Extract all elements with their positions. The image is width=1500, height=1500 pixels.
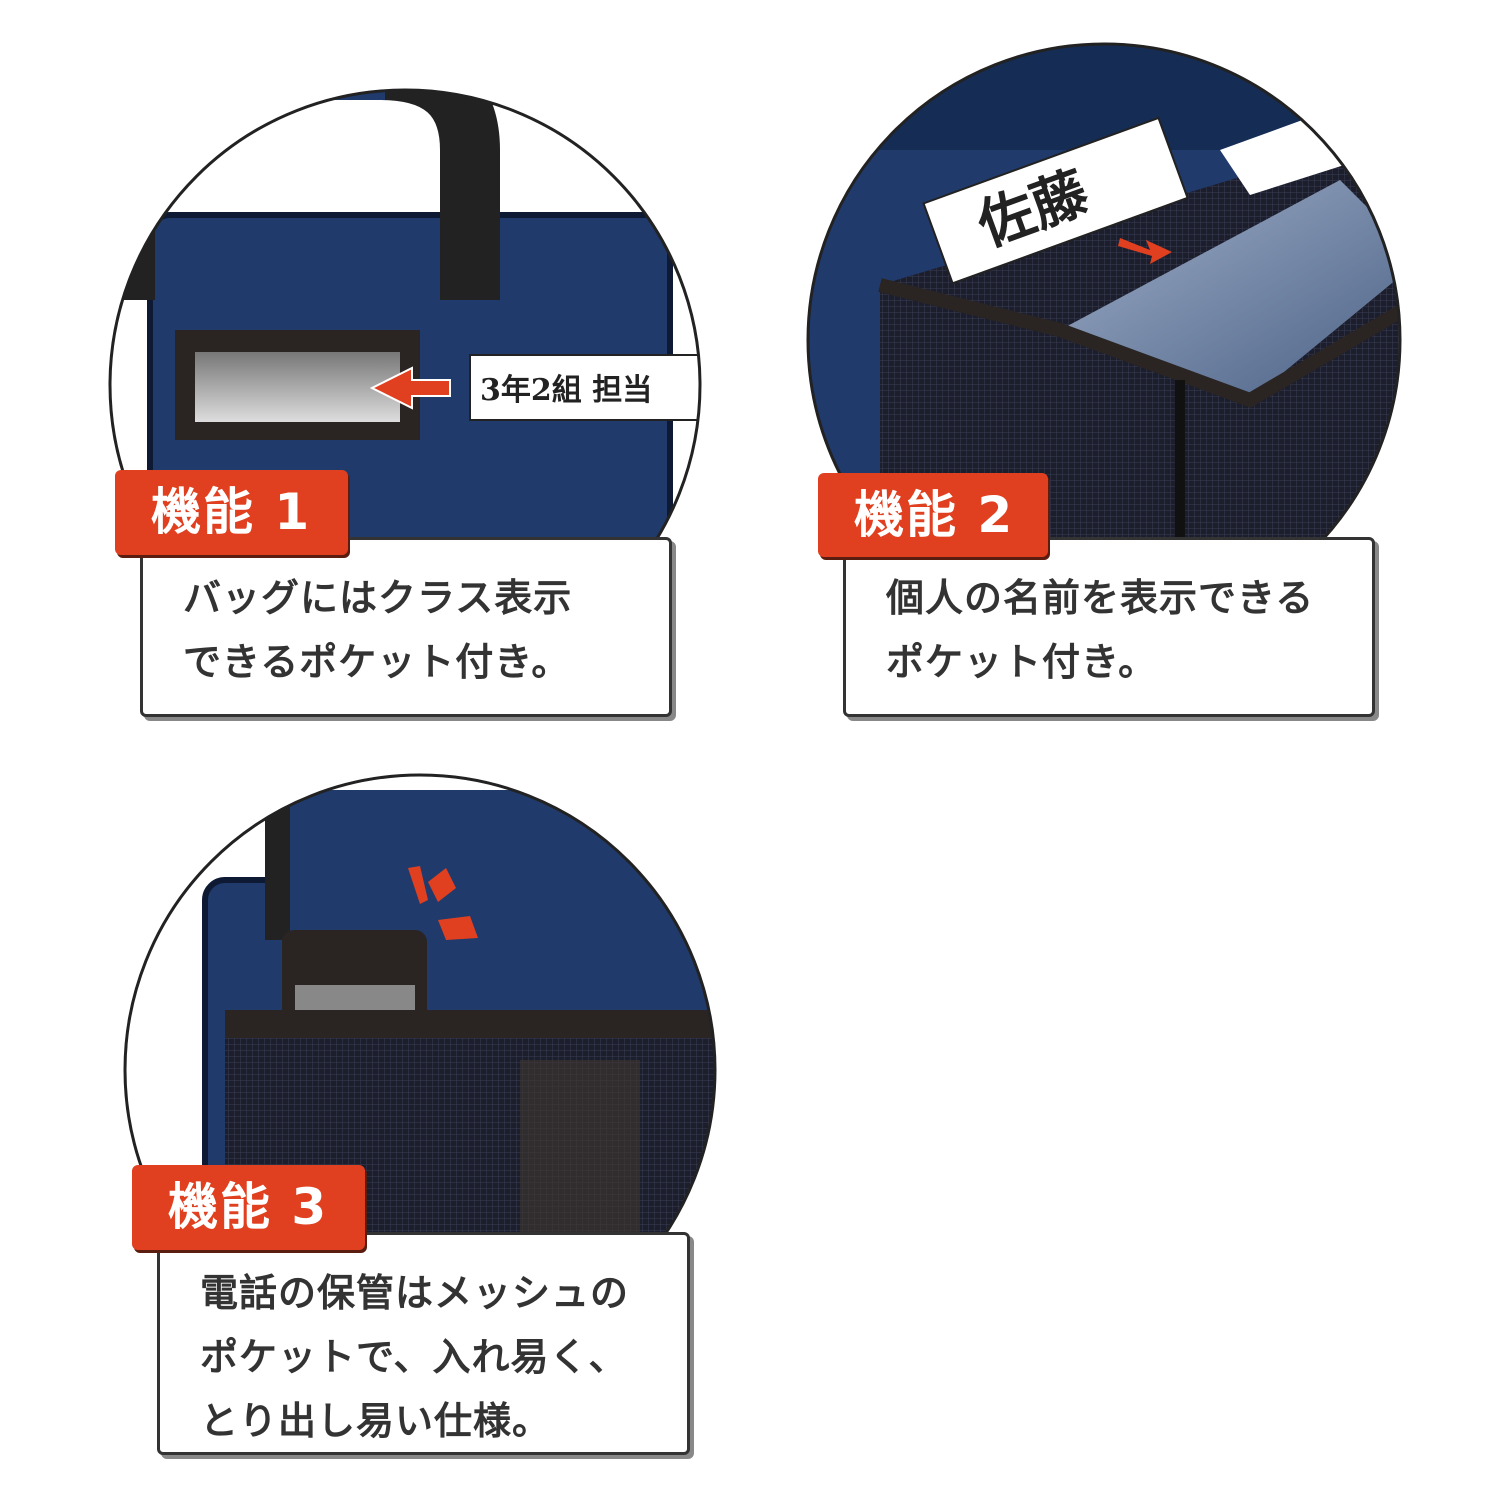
feature-1-description: バッグにはクラス表示 できるポケット付き。 — [140, 537, 672, 717]
feature-2-badge: 機能 2 — [818, 473, 1048, 557]
feature-2-description: 個人の名前を表示できる ポケット付き。 — [843, 537, 1375, 717]
feature-3-description: 電話の保管はメッシュの ポケットで、入れ易く、 とり出し易い仕様。 — [157, 1232, 690, 1455]
alert-marks-icon — [408, 866, 478, 940]
class-label: 3年2組 担当 — [480, 373, 652, 408]
feature-1-badge: 機能 1 — [115, 470, 348, 555]
feature-3-badge: 機能 3 — [132, 1165, 365, 1250]
